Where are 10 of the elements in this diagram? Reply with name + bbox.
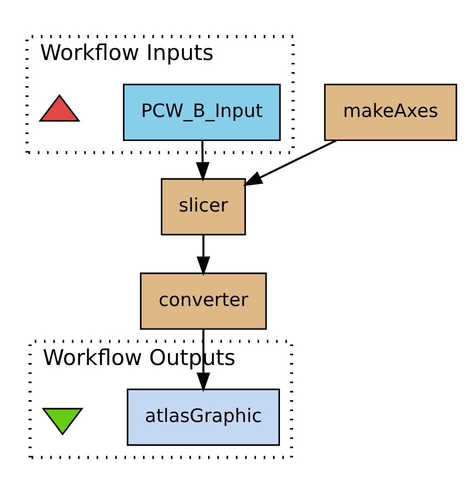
- arrow: [242, 139, 337, 186]
- arrow: [196, 140, 210, 182]
- node-box: atlasGraphic: [126, 388, 280, 446]
- node-box: converter: [140, 272, 267, 330]
- arrow: [196, 234, 210, 276]
- node-box: slicer: [160, 178, 246, 236]
- node-box: makeAxes: [324, 84, 458, 141]
- node-triangle: [42, 408, 84, 436]
- node-box: PCW_B_Input: [122, 84, 281, 141]
- node-triangle: [38, 94, 80, 122]
